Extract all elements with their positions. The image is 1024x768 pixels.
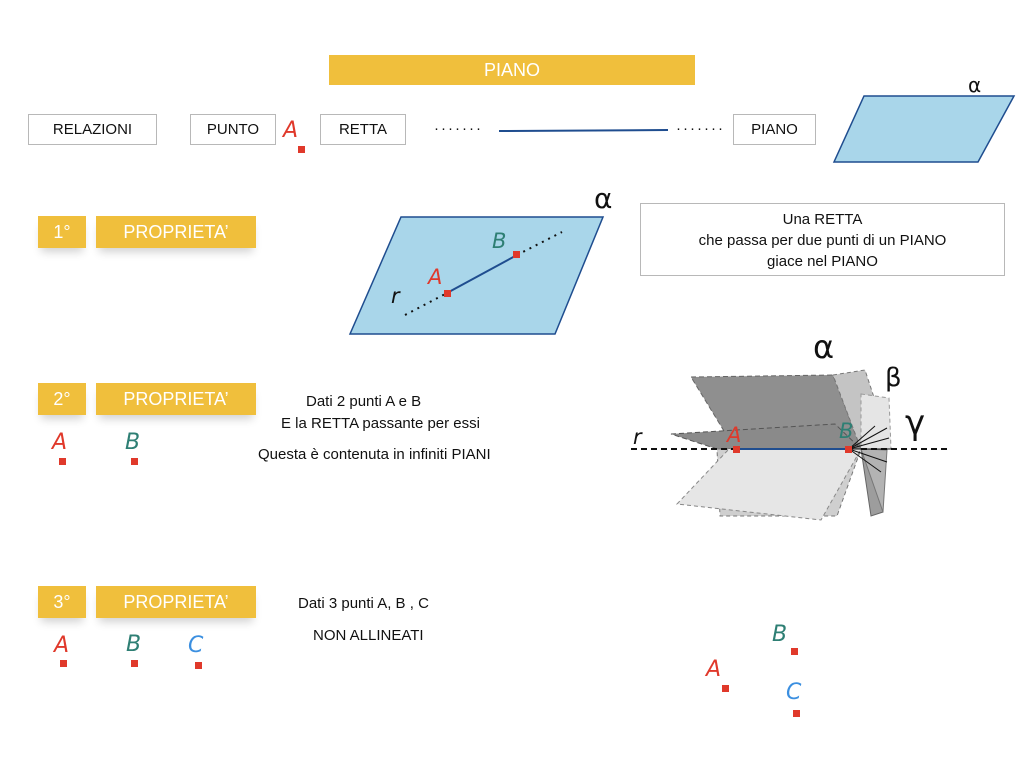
prop2-diagram-point-b-label: B [839, 419, 853, 443]
header-plane-diagram: α [832, 73, 1016, 163]
prop1-description-box: Una RETTA che passa per due punti di un … [640, 203, 1005, 276]
punto-label: PUNTO [206, 121, 260, 138]
prop2-text-line-3: Questa è contenuta in infiniti PIANI [258, 446, 491, 463]
prop3-text-line-1: Dati 3 punti A, B , C [298, 595, 429, 612]
prop3-point-a-marker [60, 660, 67, 667]
prop3-point-c-marker [195, 662, 202, 669]
prop3-number: 3° [53, 592, 71, 612]
prop2-number: 2° [53, 389, 71, 409]
retta-segment [498, 129, 669, 132]
prop2-diagram-gamma-label: γ [905, 403, 925, 443]
prop1-line-segment [446, 254, 518, 294]
prop2-number-tag: 2° [38, 383, 86, 415]
prop1-plane-label: α [594, 182, 612, 215]
prop1-diagram: α A B r [348, 182, 612, 335]
page-title: PIANO [329, 55, 695, 85]
prop2-label-tag: PROPRIETA’ [96, 383, 256, 415]
prop1-label-tag: PROPRIETA’ [96, 216, 256, 248]
piano-label: PIANO [751, 121, 798, 138]
prop3-diagram-point-b-label: B [772, 622, 788, 647]
header-plane-shape [832, 95, 1016, 163]
prop2-point-b-marker [131, 458, 138, 465]
prop2-plane-lower-light [675, 448, 862, 521]
prop2-plane-light-upper [860, 393, 892, 450]
prop2-point-a-label: A [52, 430, 68, 455]
prop3-diagram-point-c-marker [793, 710, 800, 717]
prop2-pivot-burst [848, 425, 891, 473]
relazioni-label: RELAZIONI [52, 121, 133, 138]
punto-box: PUNTO [190, 114, 276, 145]
retta-segment-line [498, 129, 669, 132]
prop3-point-a-label: A [54, 633, 70, 658]
prop3-point-b-marker [131, 660, 138, 667]
piano-box: PIANO [733, 114, 816, 145]
prop3-text-line-2: NON ALLINEATI [313, 627, 424, 644]
page-title-text: PIANO [483, 60, 540, 80]
retta-label: RETTA [338, 121, 388, 138]
prop2-diagram-point-a-label: A [725, 423, 741, 447]
prop2-diagram-alpha-label: α [813, 330, 834, 366]
prop1-description-line-1: Una RETTA [782, 211, 863, 228]
prop2-diagram-point-a-marker [733, 446, 740, 453]
relazioni-box: RELAZIONI [28, 114, 157, 145]
prop1-point-b-marker [513, 251, 520, 258]
prop2-diagram-point-b-marker [845, 446, 852, 453]
retta-dots-right: ······· [676, 120, 725, 137]
punto-point-label: A [283, 118, 299, 143]
prop2-text-line-2: E la RETTA passante per essi [281, 415, 480, 432]
prop3-diagram-point-a-marker [722, 685, 729, 692]
prop2-label: PROPRIETA’ [123, 389, 229, 409]
retta-dots-left: ······· [434, 120, 483, 137]
prop1-line-dotted-left [404, 292, 448, 316]
prop3-diagram-point-c-label: C [786, 680, 802, 705]
prop3-point-c-label: C [188, 633, 204, 658]
prop1-description-line-3: giace nel PIANO [767, 253, 878, 270]
prop2-point-a-marker [59, 458, 66, 465]
prop2-diagram-line-label: r [633, 425, 643, 449]
prop3-diagram-point-b-marker [791, 648, 798, 655]
prop1-point-a-marker [444, 290, 451, 297]
prop1-plane-shape [348, 216, 605, 335]
prop3-label-tag: PROPRIETA’ [96, 586, 256, 618]
prop3-label: PROPRIETA’ [123, 592, 229, 612]
prop1-number-tag: 1° [38, 216, 86, 248]
prop1-line-dotted-right [516, 231, 563, 256]
prop1-line-label: r [391, 284, 401, 308]
prop3-diagram-point-a-label: A [706, 657, 722, 682]
punto-point-marker [298, 146, 305, 153]
prop2-text-line-1: Dati 2 punti A e B [306, 393, 422, 410]
prop2-diagram: A B r α β γ [631, 330, 947, 521]
prop1-point-a-label: A [426, 265, 442, 289]
retta-box: RETTA [320, 114, 406, 145]
prop2-point-b-label: B [125, 430, 141, 455]
prop3-number-tag: 3° [38, 586, 86, 618]
prop1-description-line-2: che passa per due punti di un PIANO [698, 232, 947, 249]
prop3-point-b-label: B [126, 632, 142, 657]
prop1-number: 1° [53, 222, 71, 242]
prop1-point-b-label: B [492, 229, 506, 253]
prop1-label: PROPRIETA’ [123, 222, 229, 242]
prop2-diagram-beta-label: β [885, 363, 902, 393]
header-plane-label: α [968, 73, 981, 97]
